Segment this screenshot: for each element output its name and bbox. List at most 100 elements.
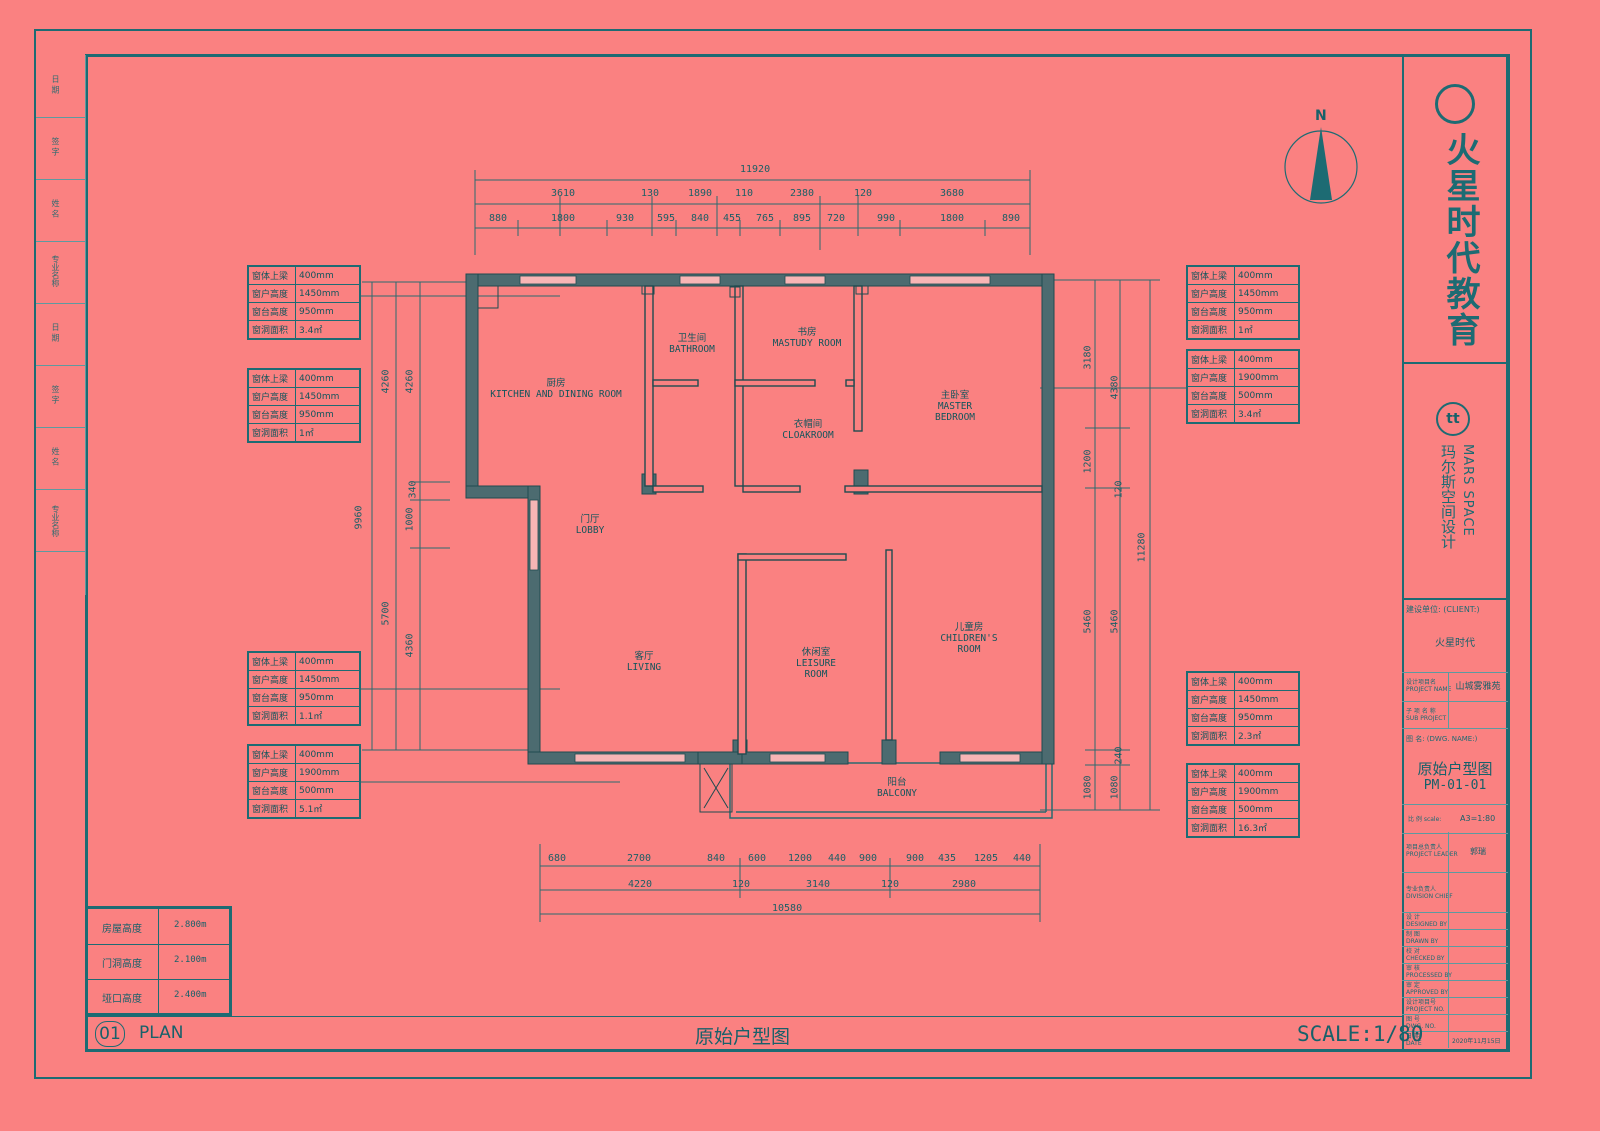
dim-top-1: 120 [854,188,873,199]
client-label: 建设单位: (CLIENT:) [1406,605,1480,614]
dim-bottom-1: 680 [548,853,567,864]
strip-cell [36,241,85,304]
dim-right: 1080 [1109,775,1121,800]
dim-bottom-1: 1200 [788,853,813,864]
client-value: 火星时代 [1435,638,1475,649]
project-value: 山城雾雅苑 [1448,673,1507,701]
dim-right: 3180 [1082,345,1094,370]
strip-cell [36,303,85,366]
dim-top-2: 840 [691,213,710,224]
dim-left: 4260 [380,369,392,394]
dim-right: 5460 [1109,609,1121,634]
logo-panel: 火星时代教育 [1402,56,1508,364]
sub-company-en: MARS SPACE [1460,444,1475,537]
scale-row: 比 例 scale: A3=1:80 [1402,804,1508,834]
dim-right: 1080 [1082,775,1094,800]
drawing-number-badge: 01 [95,1021,125,1047]
dim-bottom-1: 440 [1013,853,1032,864]
dim-left: 4260 [404,369,416,394]
footer-scale: SCALE:1/80 [1297,1022,1424,1046]
date-value: 2020年11月15日 [1452,1038,1501,1045]
footer-title: 原始户型图 [695,1026,791,1048]
dim-bottom-2: 2980 [952,879,977,890]
strip-label: 日 期 [51,323,60,342]
dim-top-2: 930 [616,213,635,224]
dim-right: 120 [1113,480,1125,499]
dim-left: 340 [407,480,419,499]
north-label: N [1315,108,1327,124]
mars-space-logo-icon: tt [1436,402,1470,436]
dim-top-1: 3680 [940,188,965,199]
strip-cell [36,427,85,490]
dim-right: 1200 [1082,449,1094,474]
inner-frame [85,54,1510,1052]
strip-label: 日 期 [51,75,60,94]
dim-bottom-1: 2700 [627,853,652,864]
dim-top-2: 455 [723,213,742,224]
dim-bottom-1: 440 [828,853,847,864]
strip-cell [36,489,85,552]
dim-right: 11280 [1136,532,1148,563]
strip-label: 姓 名 [51,199,60,218]
dim-top-2: 1800 [940,213,965,224]
dim-bottom-2: 120 [732,879,751,890]
dim-top-2: 720 [827,213,846,224]
strip-cell [36,55,85,118]
drawing-name-label: 图 名: (DWG. NAME:) [1406,735,1478,743]
dim-bottom-1: 840 [707,853,726,864]
dim-bottom-2: 4220 [628,879,653,890]
dim-bottom-1: 900 [859,853,878,864]
company-logo-icon [1435,84,1475,124]
sub-company-cn: 玛尔斯空间设计 [1439,444,1457,549]
dim-left: 5700 [380,601,392,626]
dim-top-2: 1800 [551,213,576,224]
dim-top-1: 2380 [790,188,815,199]
company-name: 火星时代教育 [1440,132,1480,348]
dim-left: 1000 [404,507,416,532]
dim-top-2: 990 [877,213,896,224]
dim-top-1: 1890 [688,188,713,199]
outer-frame [34,29,1532,1079]
dim-bottom-1: 900 [906,853,925,864]
north-arrow [1284,127,1358,204]
dim-left: 9960 [353,505,365,530]
strip-label: 签 字 [51,137,60,156]
dim-right: 5460 [1082,609,1094,634]
strip-cell [36,179,85,242]
sub-logo-panel: tt 玛尔斯空间设计 MARS SPACE [1402,364,1508,600]
dim-top-1: 3610 [551,188,576,199]
dim-right: 4380 [1109,375,1121,400]
strip-label: 签 字 [51,385,60,404]
dim-top-2: 890 [1002,213,1021,224]
dim-right: 240 [1113,746,1125,765]
strip-label: 姓 名 [51,447,60,466]
dim-top-2: 765 [756,213,775,224]
title-block [1402,56,1508,1050]
dim-bottom-1: 600 [748,853,767,864]
dim-top-total: 11920 [740,164,771,175]
strip-cell [36,365,85,428]
dim-bottom-1: 1205 [974,853,999,864]
drawing-footer: 01 PLAN 原始户型图 SCALE:1/80 [87,1016,1423,1051]
strip-cell [36,117,85,180]
strip-label: 专业名称 [51,505,60,537]
dim-bottom-2: 3140 [806,879,831,890]
strip-label: 专业名称 [51,255,60,287]
dim-top-1: 130 [641,188,660,199]
